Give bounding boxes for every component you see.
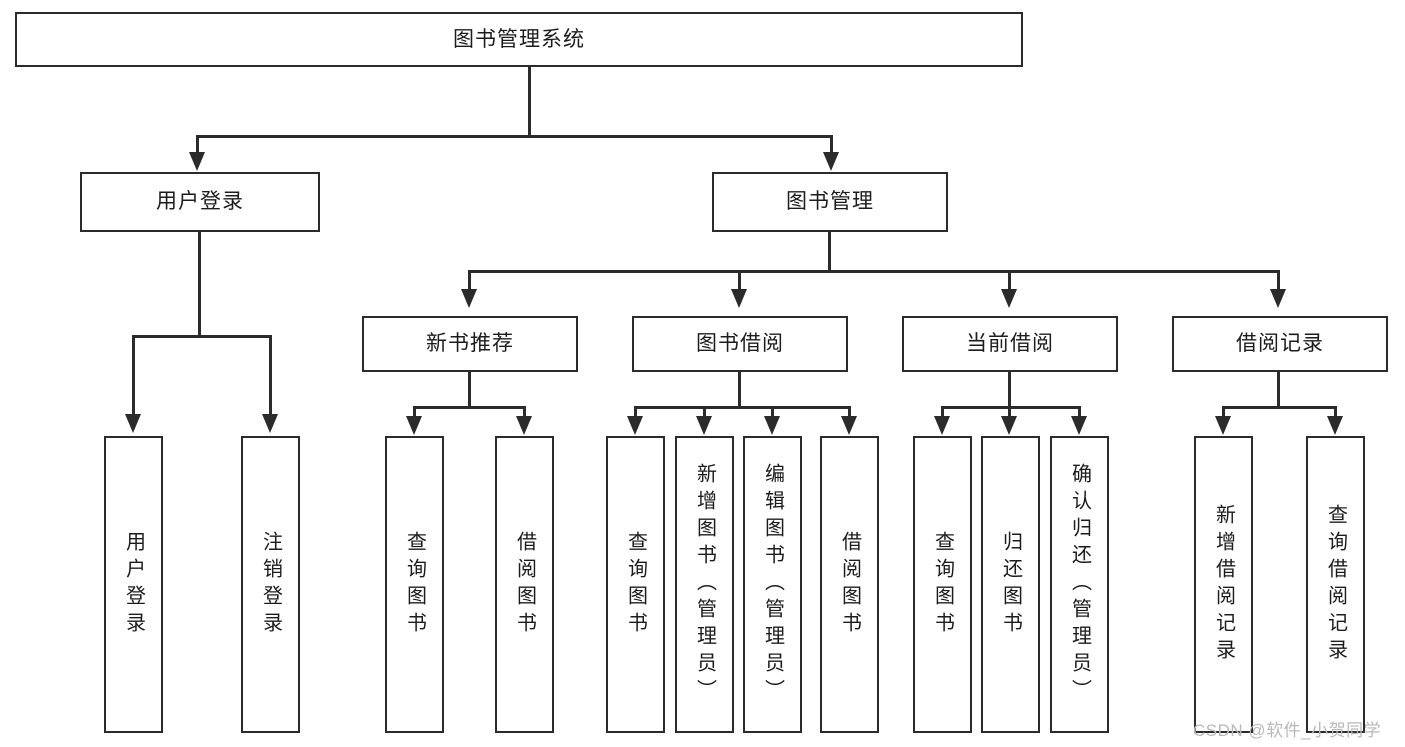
arrowhead-book-borrow-leaf-2 xyxy=(696,416,712,435)
connector-borrow-record-stem xyxy=(1277,372,1280,408)
leaf-borrow-record-add-record[interactable]: 新增借阅记录 xyxy=(1194,436,1253,733)
arrowhead-new-book-leaf-2 xyxy=(516,416,532,435)
connector-current-borrow-stem xyxy=(1008,372,1011,408)
connector-new-book-drop-1 xyxy=(413,406,416,420)
connector-bm-drop-current-borrow xyxy=(1008,270,1011,292)
node-current-borrow[interactable]: 当前借阅 xyxy=(902,316,1118,372)
node-label: 用户登录 xyxy=(156,190,244,214)
node-label: 查询图书 xyxy=(403,530,426,639)
leaf-user-login[interactable]: 用户登录 xyxy=(104,436,163,733)
leaf-new-book-borrow-books[interactable]: 借阅图书 xyxy=(495,436,554,733)
connector-book-management-bus xyxy=(468,270,1280,273)
node-label: 新增图书（管理员） xyxy=(693,463,716,706)
arrowhead-new-book-leaf-1 xyxy=(406,416,422,435)
connector-user-login-drop-2 xyxy=(269,335,272,417)
leaf-book-borrow-edit-book-admin[interactable]: 编辑图书（管理员） xyxy=(743,436,802,733)
node-label: 用户登录 xyxy=(122,530,145,639)
leaf-book-borrow-query-books[interactable]: 查询图书 xyxy=(606,436,665,733)
arrowhead-new-book-recommend xyxy=(461,289,477,308)
leaf-current-borrow-confirm-return-admin[interactable]: 确认归还（管理员） xyxy=(1050,436,1109,733)
node-borrow-record[interactable]: 借阅记录 xyxy=(1172,316,1388,372)
node-label: 当前借阅 xyxy=(966,332,1054,356)
connector-root-stem xyxy=(528,67,531,137)
connector-bm-drop-borrow-record xyxy=(1277,270,1280,292)
node-label: 编辑图书（管理员） xyxy=(761,463,784,706)
arrowhead-root-to-user-login xyxy=(189,152,205,171)
node-label: 图书借阅 xyxy=(696,332,784,356)
node-user-login[interactable]: 用户登录 xyxy=(80,172,320,232)
arrowhead-user-login-leaf-1 xyxy=(125,414,141,433)
node-label: 借阅图书 xyxy=(513,530,536,639)
leaf-logout-login[interactable]: 注销登录 xyxy=(241,436,300,733)
connector-root-to-book-management xyxy=(830,135,833,155)
leaf-book-borrow-borrow-books[interactable]: 借阅图书 xyxy=(820,436,879,733)
node-book-borrow[interactable]: 图书借阅 xyxy=(632,316,848,372)
arrowhead-current-borrow-leaf-1 xyxy=(934,416,950,435)
connector-current-borrow-drop-2 xyxy=(1008,406,1011,420)
connector-book-management-stem xyxy=(828,232,831,272)
connector-borrow-record-bus xyxy=(1222,406,1337,409)
arrowhead-book-borrow-leaf-4 xyxy=(841,416,857,435)
connector-current-borrow-drop-1 xyxy=(941,406,944,420)
arrowhead-borrow-record-leaf-1 xyxy=(1215,416,1231,435)
connector-book-borrow-drop-4 xyxy=(848,406,851,420)
leaf-new-book-query-books[interactable]: 查询图书 xyxy=(385,436,444,733)
node-label: 新书推荐 xyxy=(426,332,514,356)
node-label: 图书管理 xyxy=(786,190,874,214)
arrowhead-book-borrow-leaf-3 xyxy=(764,416,780,435)
connector-user-login-bus xyxy=(132,335,271,338)
connector-borrow-record-drop-1 xyxy=(1222,406,1225,420)
node-label: 借阅图书 xyxy=(838,530,861,639)
connector-user-login-stem xyxy=(198,232,201,337)
node-label: 新增借阅记录 xyxy=(1212,503,1235,666)
connector-user-login-drop-1 xyxy=(132,335,135,417)
node-label: 借阅记录 xyxy=(1236,332,1324,356)
connector-new-book-bus xyxy=(413,406,526,409)
node-label: 确认归还（管理员） xyxy=(1068,463,1091,706)
connector-borrow-record-drop-2 xyxy=(1334,406,1337,420)
leaf-current-borrow-query-books[interactable]: 查询图书 xyxy=(913,436,972,733)
connector-current-borrow-bus xyxy=(941,406,1081,409)
node-label: 归还图书 xyxy=(999,530,1022,639)
leaf-book-borrow-add-book-admin[interactable]: 新增图书（管理员） xyxy=(675,436,734,733)
connector-root-to-user-login xyxy=(196,135,199,155)
node-root-book-management-system[interactable]: 图书管理系统 xyxy=(15,12,1023,67)
arrowhead-borrow-record xyxy=(1270,289,1286,308)
node-label: 图书管理系统 xyxy=(453,27,585,51)
node-label: 查询图书 xyxy=(624,530,647,639)
arrowhead-current-borrow-leaf-2 xyxy=(1001,416,1017,435)
connector-bm-drop-new-book xyxy=(468,270,471,292)
node-book-management[interactable]: 图书管理 xyxy=(712,172,948,232)
arrowhead-current-borrow-leaf-3 xyxy=(1071,416,1087,435)
connector-root-bus xyxy=(196,135,833,138)
node-label: 查询图书 xyxy=(931,530,954,639)
connector-book-borrow-drop-2 xyxy=(703,406,706,420)
node-label: 注销登录 xyxy=(259,530,282,639)
arrowhead-current-borrow xyxy=(1001,289,1017,308)
leaf-current-borrow-return-books[interactable]: 归还图书 xyxy=(981,436,1040,733)
connector-bm-drop-book-borrow xyxy=(738,270,741,292)
connector-book-borrow-drop-1 xyxy=(634,406,637,420)
arrowhead-book-borrow xyxy=(731,289,747,308)
arrowhead-root-to-book-management xyxy=(823,152,839,171)
connector-new-book-drop-2 xyxy=(523,406,526,420)
connector-current-borrow-drop-3 xyxy=(1078,406,1081,420)
leaf-borrow-record-query-record[interactable]: 查询借阅记录 xyxy=(1306,436,1365,733)
arrowhead-user-login-leaf-2 xyxy=(262,414,278,433)
connector-book-borrow-stem xyxy=(738,372,741,408)
node-new-book-recommend[interactable]: 新书推荐 xyxy=(362,316,578,372)
connector-book-borrow-bus xyxy=(634,406,851,409)
connector-book-borrow-drop-3 xyxy=(771,406,774,420)
arrowhead-book-borrow-leaf-1 xyxy=(627,416,643,435)
arrowhead-borrow-record-leaf-2 xyxy=(1327,416,1343,435)
connector-new-book-stem xyxy=(468,372,471,408)
node-label: 查询借阅记录 xyxy=(1324,503,1347,666)
